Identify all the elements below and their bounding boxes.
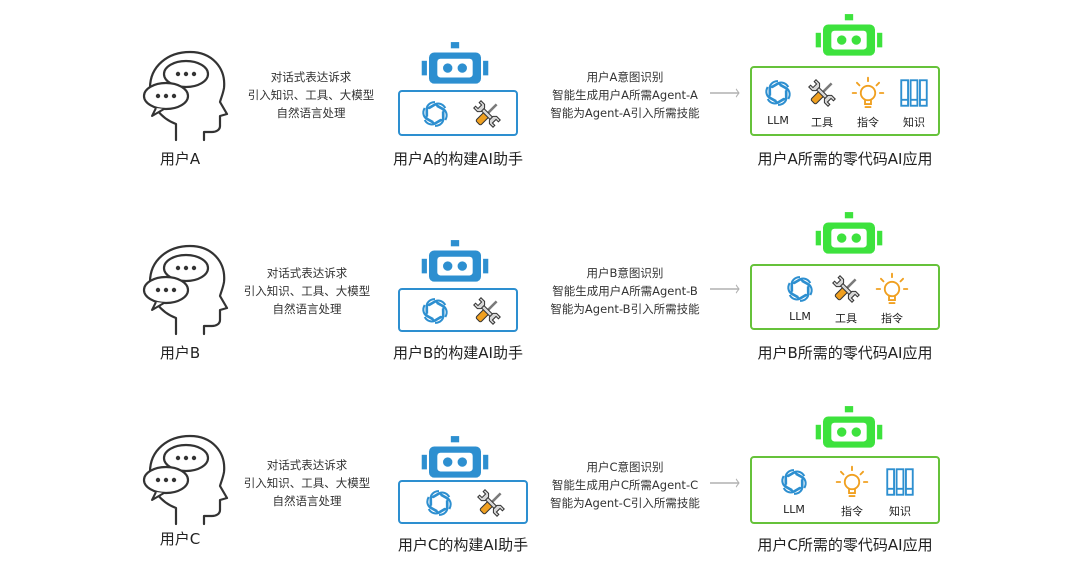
openai-icon — [761, 76, 795, 110]
note-line: 自然语言处理 — [276, 106, 346, 120]
app-tool: LLM — [754, 76, 802, 127]
note-line: 用户B意图识别 — [586, 266, 664, 280]
note-line: 智能生成用户A所需Agent-A — [552, 88, 698, 102]
app-caption: 用户A所需的零代码AI应用 — [757, 150, 933, 168]
assistant-panel — [398, 90, 518, 136]
app-tool: LLM — [776, 272, 824, 323]
note-line: 智能生成用户A所需Agent-B — [552, 284, 698, 298]
app-caption: 用户C所需的零代码AI应用 — [757, 536, 933, 554]
assistant-caption: 用户B的构建AI助手 — [393, 344, 523, 362]
robot-icon — [812, 404, 886, 456]
note-line: 引入知识、工具、大模型 — [247, 88, 375, 102]
openai-icon — [422, 486, 456, 520]
openai-icon — [783, 272, 817, 306]
arrow-icon — [710, 478, 740, 488]
user-label: 用户A — [159, 150, 201, 168]
tool-label: 指令 — [857, 116, 879, 129]
books-icon — [883, 465, 917, 499]
tools-icon — [470, 97, 504, 131]
note-line: 智能为Agent-C引入所需技能 — [550, 496, 700, 510]
user-head-icon — [132, 238, 232, 338]
tools-icon — [470, 294, 504, 328]
tools-icon — [474, 486, 508, 520]
app-tool: 工具 — [822, 272, 870, 326]
user-notes: 对话式表达诉求 引入知识、工具、大模型 自然语言处理 — [232, 456, 382, 510]
app-panel: LLM 指令 知识 — [750, 456, 940, 524]
app-tool: 指令 — [828, 465, 876, 519]
tool-label: 工具 — [811, 116, 833, 129]
tool-label: 知识 — [889, 505, 911, 518]
app-tool: LLM — [770, 465, 818, 516]
agent-notes: 用户C意图识别 智能生成用户C所需Agent-C 智能为Agent-C引入所需技… — [540, 458, 710, 512]
user-label: 用户C — [159, 530, 201, 548]
tool-label: LLM — [789, 310, 811, 323]
note-line: 智能生成用户C所需Agent-C — [551, 478, 699, 492]
openai-icon — [418, 97, 452, 131]
user-notes: 对话式表达诉求 引入知识、工具、大模型 自然语言处理 — [236, 68, 386, 122]
agent-notes: 用户A意图识别 智能生成用户A所需Agent-A 智能为Agent-A引入所需技… — [540, 68, 710, 122]
tool-label: 指令 — [881, 312, 903, 325]
note-line: 用户A意图识别 — [586, 70, 664, 84]
robot-icon — [812, 12, 886, 64]
note-line: 对话式表达诉求 — [266, 266, 348, 280]
note-line: 引入知识、工具、大模型 — [243, 476, 371, 490]
assistant-caption: 用户C的构建AI助手 — [397, 536, 529, 554]
tools-icon — [829, 272, 863, 306]
note-line: 自然语言处理 — [272, 302, 342, 316]
bulb-icon — [851, 76, 885, 110]
arrow-icon — [710, 284, 740, 294]
app-panel: LLM 工具 指令 — [750, 264, 940, 330]
tools-icon — [805, 76, 839, 110]
tool-label: 工具 — [835, 312, 857, 325]
tool-label: LLM — [783, 503, 805, 516]
assistant-panel — [398, 288, 518, 332]
note-line: 引入知识、工具、大模型 — [243, 284, 371, 298]
robot-icon — [812, 210, 886, 262]
robot-icon — [418, 238, 492, 290]
openai-icon — [777, 465, 811, 499]
tool-label: 指令 — [841, 505, 863, 518]
note-line: 智能为Agent-A引入所需技能 — [550, 106, 700, 120]
note-line: 对话式表达诉求 — [270, 70, 352, 84]
assistant-caption: 用户A的构建AI助手 — [393, 150, 523, 168]
robot-icon — [418, 40, 492, 92]
tool-label: 知识 — [903, 116, 925, 129]
app-tool: 工具 — [798, 76, 846, 130]
note-line: 自然语言处理 — [272, 494, 342, 508]
user-head-icon — [132, 428, 232, 528]
app-tool: 知识 — [876, 465, 924, 519]
tool-label: LLM — [767, 114, 789, 127]
arrow-icon — [710, 88, 740, 98]
user-notes: 对话式表达诉求 引入知识、工具、大模型 自然语言处理 — [232, 264, 382, 318]
note-line: 智能为Agent-B引入所需技能 — [550, 302, 700, 316]
row-user-c: 用户C 对话式表达诉求 引入知识、工具、大模型 自然语言处理 用户C的构建AI助… — [0, 384, 1080, 564]
assistant-panel — [398, 480, 528, 524]
app-tool: 指令 — [868, 272, 916, 326]
openai-icon — [418, 294, 452, 328]
app-tool: 知识 — [890, 76, 938, 130]
bulb-icon — [835, 465, 869, 499]
robot-icon — [418, 434, 492, 486]
row-user-a: 用户A 对话式表达诉求 引入知识、工具、大模型 自然语言处理 用户A的构建AI助… — [0, 0, 1080, 180]
row-user-b: 用户B 对话式表达诉求 引入知识、工具、大模型 自然语言处理 用户B的构建AI助… — [0, 194, 1080, 374]
books-icon — [897, 76, 931, 110]
user-label: 用户B — [159, 344, 201, 362]
app-caption: 用户B所需的零代码AI应用 — [757, 344, 933, 362]
app-panel: LLM 工具 指令 知识 — [750, 66, 940, 136]
note-line: 用户C意图识别 — [586, 460, 664, 474]
note-line: 对话式表达诉求 — [266, 458, 348, 472]
app-tool: 指令 — [844, 76, 892, 130]
bulb-icon — [875, 272, 909, 306]
agent-notes: 用户B意图识别 智能生成用户A所需Agent-B 智能为Agent-B引入所需技… — [540, 264, 710, 318]
user-head-icon — [132, 44, 232, 144]
